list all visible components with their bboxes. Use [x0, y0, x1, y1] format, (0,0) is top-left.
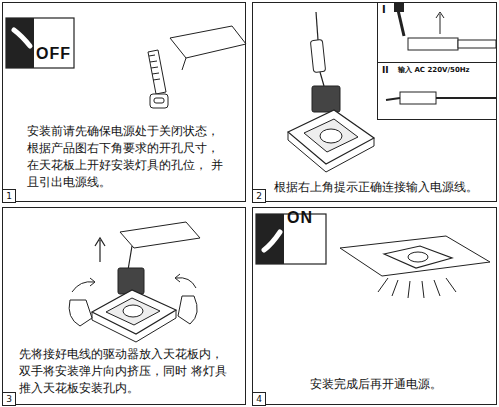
arrow-mark: [436, 12, 444, 34]
step-number-box: 4: [252, 392, 266, 406]
fixture-lit: [340, 236, 490, 298]
wire: [316, 12, 318, 40]
step-text: 根据右上角提示正确连接输入电源线。: [263, 179, 488, 196]
callout-number: 2: [253, 190, 265, 202]
fixture-inner: [304, 119, 358, 152]
terminal-block: [400, 92, 436, 104]
callout-number: 3: [3, 393, 15, 405]
wire: [182, 58, 186, 70]
light-rays: [378, 278, 456, 298]
inset-box: I: [377, 2, 497, 63]
switch-state: OFF: [36, 45, 71, 63]
wire: [320, 72, 324, 86]
wire: [386, 98, 400, 100]
housing: [458, 40, 496, 48]
switch-body: [6, 18, 34, 68]
connector: [310, 39, 325, 72]
step-number-box: 3: [2, 392, 16, 406]
ceiling-board: [340, 236, 490, 276]
lamp: [320, 129, 342, 143]
wire: [436, 97, 496, 99]
switch-lever: [264, 232, 280, 250]
switch-body: [256, 214, 284, 264]
switch-off: [6, 18, 74, 68]
inset-number: I: [382, 4, 402, 16]
saw-blade: [148, 50, 166, 94]
step-panel: 安装完成后再开通电源。 4: [252, 207, 497, 405]
switch-state: ON: [287, 209, 313, 227]
fixture-frame: [288, 110, 374, 164]
step-text: 先将接好电线的驱动器放入天花板内， 双手将安装弹片向内挤压，同时 将灯具推入天花…: [19, 346, 231, 397]
saw-handle: [150, 94, 168, 108]
driver: [118, 268, 144, 294]
fixture-wiring: [288, 12, 374, 172]
fixture-edge: [288, 132, 374, 172]
switch-plate: [6, 18, 74, 68]
left-hand: [69, 300, 92, 326]
fixture-install: [69, 222, 200, 342]
wire: [128, 246, 132, 270]
fixture-inner: [106, 298, 160, 325]
lamp: [408, 252, 428, 262]
saw-teeth: [149, 55, 160, 80]
lamp: [123, 305, 143, 317]
step-panel: 根据右上角提示正确连接输入电源线。2 I II输入 AC 220V/50Hz: [252, 2, 497, 202]
switch-lever: [14, 30, 30, 46]
callout-number: 4: [253, 393, 265, 405]
squeeze-arrow: [72, 278, 95, 292]
step-number-box: 2: [252, 189, 266, 203]
screwdriver: [398, 10, 404, 36]
driver: [312, 86, 340, 112]
fixture-frame: [92, 290, 176, 334]
arrow-up: [95, 238, 105, 262]
power-input-note: 输入 AC 220V/50Hz: [398, 65, 494, 75]
inset-box: II输入 AC 220V/50Hz: [377, 62, 497, 120]
callout-number: 1: [3, 190, 15, 202]
terminal-block: [408, 38, 458, 50]
step-text: 安装完成后再开通电源。: [273, 376, 478, 393]
screwdriver-handle: [394, 2, 404, 12]
saw-grip: [154, 98, 164, 103]
ceiling-board: [170, 26, 246, 58]
step-panel: 安装前请先确保电源处于关闭状态， 根据产品图右下角要求的开孔尺寸， 在天花板上开…: [2, 2, 246, 202]
step-text: 安装前请先确保电源处于关闭状态， 根据产品图右下角要求的开孔尺寸， 在天花板上开…: [27, 123, 225, 191]
step-panel: 先将接好电线的驱动器放入天花板内， 双手将安装弹片向内挤压，同时 将灯具推入天花…: [2, 207, 246, 405]
fixture-frame: [384, 246, 452, 268]
terminal-inset: [386, 2, 496, 104]
step-number-box: 1: [2, 189, 16, 203]
ceiling-cut: [148, 26, 246, 108]
fixture-edge: [92, 310, 176, 342]
squeeze-arrow: [175, 274, 196, 288]
right-hand: [178, 296, 197, 324]
ceiling-board: [120, 222, 200, 248]
